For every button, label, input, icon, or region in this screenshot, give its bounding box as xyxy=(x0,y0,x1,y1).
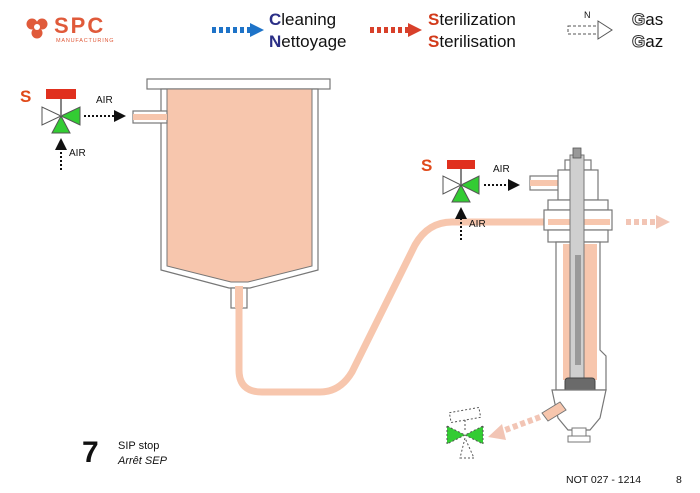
step-number: 7 xyxy=(82,436,99,469)
right-valve-air-in: AIR xyxy=(469,219,486,230)
logo-mark-icon xyxy=(26,18,48,39)
step-title-fr: Arrêt SEP xyxy=(118,455,167,467)
step-title: SIP stop xyxy=(118,440,160,452)
page-number: 8 xyxy=(676,474,682,486)
legend-nettoyage-rest: ettoyage xyxy=(281,32,347,51)
tank xyxy=(132,78,331,309)
left-valve-air-out: AIR xyxy=(96,95,113,106)
transfer-pipe xyxy=(235,218,552,396)
legend-sterilisation-rest: terilisation xyxy=(439,32,516,51)
spc-logo xyxy=(22,14,52,49)
legend-gaz-rest: az xyxy=(645,32,664,51)
legend-cleaning-rest: leaning xyxy=(281,10,337,29)
legend-gas: Gas Gaz xyxy=(631,9,664,53)
doc-reference: NOT 027 - 1214 xyxy=(566,474,642,486)
right-valve-air-out: AIR xyxy=(493,164,510,175)
cleaning-arrow-icon xyxy=(212,23,264,37)
brand-name: SPC xyxy=(54,13,106,38)
legend-gas-initial: G xyxy=(631,10,646,30)
legend-gaz-initial: G xyxy=(631,32,646,52)
left-valve-label: S xyxy=(20,87,32,106)
brand-tagline: MANUFACTURING xyxy=(56,38,115,44)
legend-sterilization: Sterilization Sterilisation xyxy=(428,9,516,53)
outlet-steam-arrow xyxy=(626,215,670,229)
legend-gas-rest: as xyxy=(645,10,664,29)
legend-cleaning-initial: C xyxy=(269,10,282,29)
sterilizer-column xyxy=(529,147,613,443)
right-valve xyxy=(442,160,520,240)
legend-nettoyage-initial: N xyxy=(269,32,282,51)
legend-sterilisation-initial: S xyxy=(428,32,440,51)
left-valve xyxy=(41,89,126,170)
gas-arrow-icon xyxy=(567,20,613,40)
sterilization-arrow-icon xyxy=(370,23,422,37)
right-valve-label: S xyxy=(421,156,433,175)
gas-arrow-label: N xyxy=(584,10,591,20)
legend-arrows xyxy=(212,20,613,40)
legend-sterilization-initial: S xyxy=(428,10,440,29)
left-valve-air-in: AIR xyxy=(69,148,86,159)
drain-steam-arrow xyxy=(488,414,542,440)
legend-cleaning: Cleaning Nettoyage xyxy=(269,9,347,53)
drain-valve xyxy=(446,406,484,459)
legend-sterilization-rest: terilization xyxy=(439,10,516,29)
